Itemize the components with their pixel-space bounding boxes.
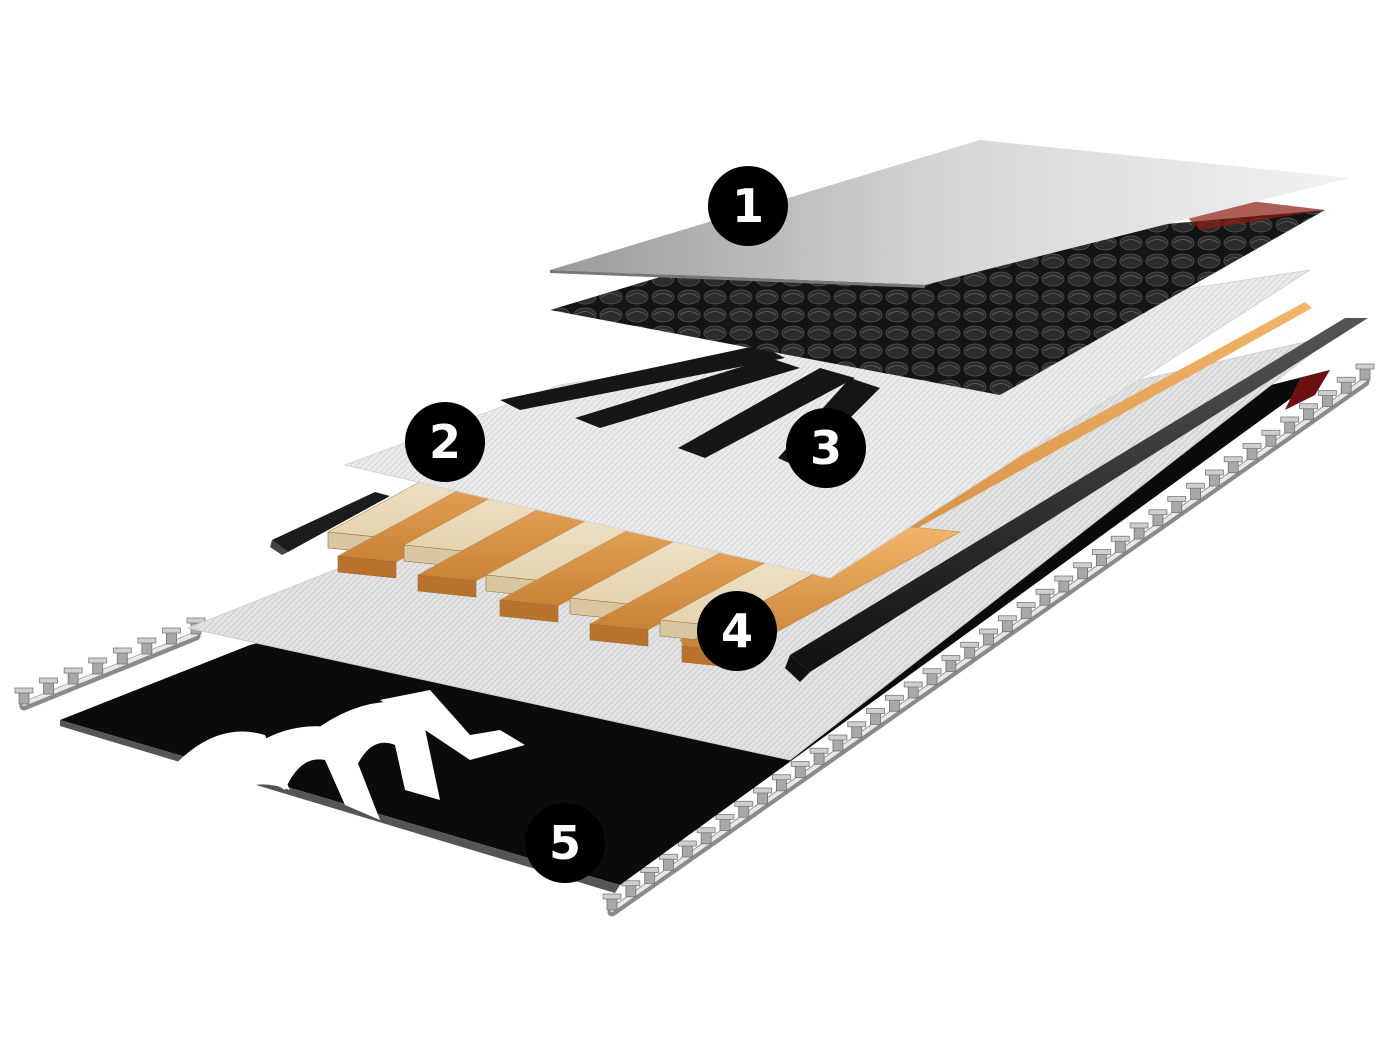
callout-1-label: 1: [732, 179, 764, 233]
steel-edge-right: [602, 363, 1375, 917]
callout-2-label: 2: [429, 415, 461, 469]
callout-2: 2: [405, 402, 485, 482]
callout-3: 3: [786, 408, 866, 488]
wood-stringer-end: [417, 574, 477, 598]
wood-stringer-end: [589, 623, 649, 647]
wood-stringer-end: [499, 599, 559, 623]
sidewall-left: [270, 492, 390, 555]
callout-4: 4: [697, 591, 777, 671]
callout-3-label: 3: [810, 421, 842, 475]
callout-1: 1: [708, 166, 788, 246]
callout-5: 5: [525, 803, 605, 883]
topsheet-layer: [550, 140, 1350, 288]
steel-edge-left: [14, 617, 206, 711]
callout-4-label: 4: [721, 604, 753, 658]
sidewall-right: [785, 318, 1368, 682]
wood-stringer-end: [337, 555, 397, 579]
base-logo-graphic: [170, 690, 525, 820]
callout-5-label: 5: [549, 816, 581, 870]
